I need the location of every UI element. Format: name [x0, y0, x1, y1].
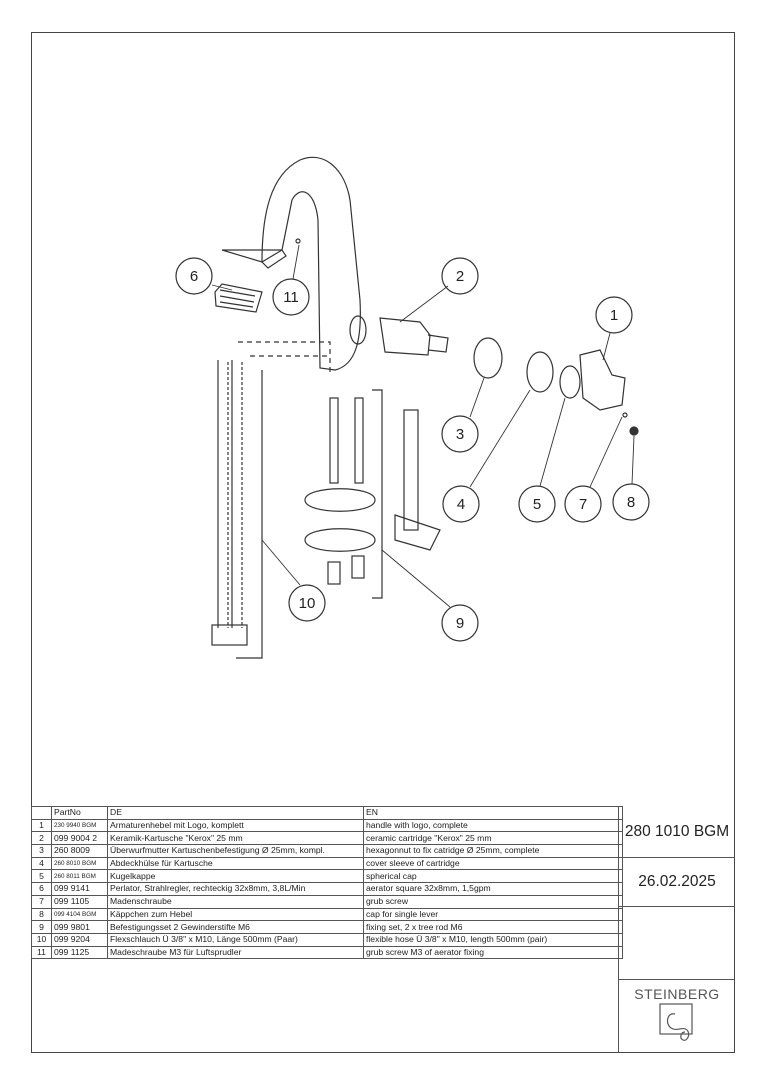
cell-de: Armaturenhebel mit Logo, komplett — [107, 818, 364, 833]
cell-en: fixing set, 2 x tree rod M6 — [363, 920, 623, 934]
cell-en: hexagonnut to fix catridge Ø 25mm, compl… — [363, 844, 623, 858]
cell-en: cap for single lever — [363, 907, 623, 922]
cell-num: 5 — [31, 869, 52, 884]
cell-en: grub screw — [363, 894, 623, 909]
drawing-date: 26.02.2025 — [618, 858, 735, 907]
article-number: 280 1010 BGM — [618, 806, 735, 858]
cell-de: Keramik-Kartusche "Kerox" 25 mm — [107, 831, 364, 846]
cell-num: 2 — [31, 831, 52, 846]
cell-de: Madenschraube — [107, 894, 364, 909]
cell-partno: 099 9801 — [51, 920, 108, 934]
cell-num: 9 — [31, 920, 52, 934]
callout-6: 6 — [190, 268, 198, 285]
cell-en: spherical cap — [363, 869, 623, 884]
cell-num: 8 — [31, 907, 52, 922]
lever-cap-part — [629, 426, 639, 436]
callout-10: 10 — [299, 595, 316, 612]
cell-num: 10 — [31, 932, 52, 947]
header-num — [31, 806, 52, 820]
faucet-body — [221, 156, 367, 371]
callout-7: 7 — [579, 496, 587, 513]
cell-num: 11 — [31, 945, 52, 960]
cell-de: Überwurfmutter Kartuschenbefestigung Ø 2… — [107, 844, 364, 858]
cell-partno: 260 8009 — [51, 844, 108, 858]
callout-1: 1 — [610, 307, 618, 324]
cartridge-part — [379, 317, 449, 356]
brand-name: STEINBERG — [634, 986, 720, 1002]
drawing-frame — [31, 32, 735, 1053]
cell-num: 4 — [31, 856, 52, 871]
header-partno: PartNo — [51, 806, 108, 820]
fixing-set — [304, 389, 441, 599]
cell-de: Kugelkappe — [107, 869, 364, 884]
cell-partno: 260 8011 BGM — [51, 869, 108, 884]
cell-en: aerator square 32x8mm, 1,5gpm — [363, 882, 623, 896]
cell-de: Abdeckhülse für Kartusche — [107, 856, 364, 871]
cell-en: ceramic cartridge "Kerox" 25 mm — [363, 831, 623, 846]
cell-partno: 260 8010 BGM — [51, 856, 108, 871]
cell-num: 3 — [31, 844, 52, 858]
cell-num: 6 — [31, 882, 52, 896]
callout-8: 8 — [627, 494, 635, 511]
callouts: 1 2 3 4 5 6 7 8 9 10 11 — [175, 257, 650, 642]
cell-partno: 230 9940 BGM — [51, 818, 108, 833]
table-header-row: PartNo DE EN — [31, 806, 623, 820]
handle-part — [579, 349, 626, 411]
table-bottom-line — [31, 958, 618, 959]
cell-partno: 099 4104 BGM — [51, 907, 108, 922]
cell-de: Befestigungsset 2 Gewinderstifte M6 — [107, 920, 364, 934]
callout-3: 3 — [456, 426, 464, 443]
grub-screw-part — [622, 412, 628, 418]
callout-5: 5 — [533, 496, 541, 513]
cell-de: Flexschlauch Ü 3/8" x M10, Länge 500mm (… — [107, 932, 364, 947]
callout-2: 2 — [456, 268, 464, 285]
hexnut-part — [473, 337, 503, 379]
title-block-blank — [618, 907, 735, 980]
cell-partno: 099 9204 — [51, 932, 108, 947]
cell-de: Madeschraube M3 für Luftsprudler — [107, 945, 364, 960]
cell-en: handle with logo, complete — [363, 818, 623, 833]
cell-num: 7 — [31, 894, 52, 909]
cell-de: Perlator, Strahlregler, rechteckig 32x8m… — [107, 882, 364, 896]
spherical-cap-part — [559, 365, 581, 399]
cell-partno: 099 1125 — [51, 945, 108, 960]
header-en: EN — [363, 806, 623, 820]
brand-logo: STEINBERG — [618, 980, 735, 1053]
cell-num: 1 — [31, 818, 52, 833]
flex-hoses — [211, 360, 263, 659]
callout-4: 4 — [457, 496, 465, 513]
cell-en: flexible hose Ü 3/8" x M10, length 500mm… — [363, 932, 623, 947]
cell-en: cover sleeve of cartridge — [363, 856, 623, 871]
callout-9: 9 — [456, 615, 464, 632]
brand-emblem-icon — [659, 1003, 693, 1041]
cover-sleeve-part — [526, 351, 554, 393]
exploded-view-drawing: 1 2 3 4 5 6 7 8 9 10 11 — [175, 156, 650, 659]
cell-en: grub screw M3 of aerator fixing — [363, 945, 623, 960]
cell-partno: 099 1105 — [51, 894, 108, 909]
cell-partno: 099 9004 2 — [51, 831, 108, 846]
cell-de: Käppchen zum Hebel — [107, 907, 364, 922]
callout-11: 11 — [283, 289, 299, 306]
cell-partno: 099 9141 — [51, 882, 108, 896]
leader-lines — [211, 244, 635, 608]
aerator-part — [214, 283, 263, 313]
header-de: DE — [107, 806, 364, 820]
